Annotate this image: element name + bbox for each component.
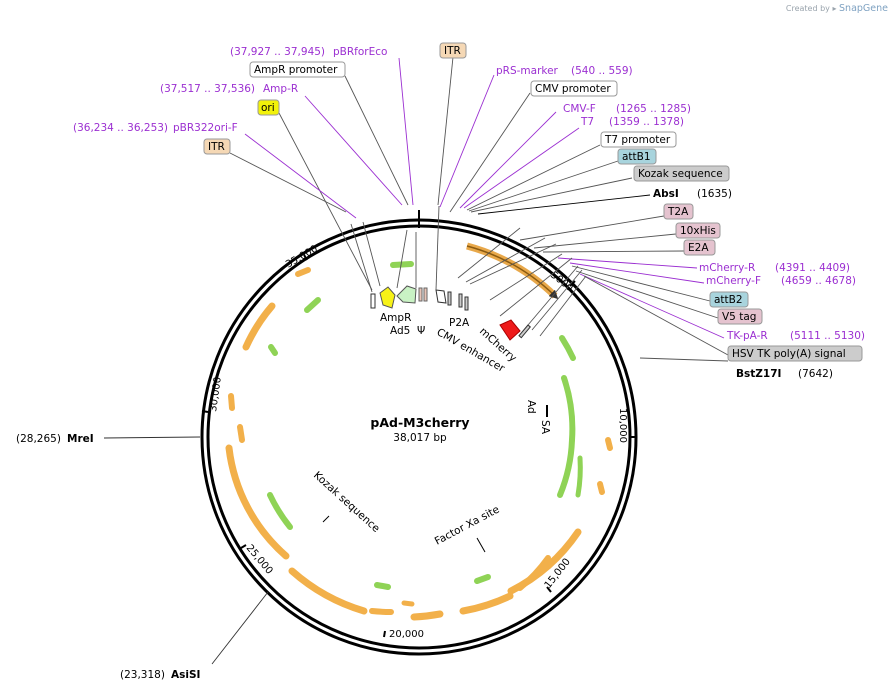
anno-mcherry-f-pos: (4659 .. 4678) [781, 275, 856, 287]
label-kozak-inner: Kozak sequence [311, 469, 382, 535]
label-ampr: AmpR [380, 312, 411, 324]
anno-absi-pos: (1635) [697, 188, 732, 200]
orf-arc-ne [466, 242, 558, 299]
anno-pbrforeco-pos: (37,927 .. 37,945) [230, 46, 325, 58]
anno-prs-marker-name: pRS-marker [496, 65, 559, 77]
anno-10xhis-box [675, 222, 721, 239]
anno-t2a-box [663, 203, 694, 220]
anno-mrei-pos: (28,265) [16, 433, 61, 445]
label-p2a: P2A [449, 317, 470, 329]
anno-cmv-promoter: CMV promoter [535, 83, 611, 95]
anno-kozak: Kozak sequence [638, 168, 723, 180]
anno-ampr-promoter-box [249, 61, 346, 78]
anno-hsv-tk-box [727, 345, 863, 362]
anno-attb2: attB2 [714, 294, 743, 306]
orf-arc-ne-inner [466, 245, 559, 300]
anno-pbr322ori-name: pBR322ori-F [173, 122, 238, 134]
anno-attb1: attB1 [622, 151, 651, 163]
anno-itr-top-box [439, 42, 467, 59]
anno-e2a: E2A [688, 242, 709, 254]
label-ad: Ad [525, 400, 537, 414]
tick-10000: 10,000 [617, 408, 628, 443]
anno-v5tag-box [717, 308, 763, 325]
anno-bstz17i-pos: (7642) [798, 368, 833, 380]
anno-cmv-f-pos: (1265 .. 1285) [616, 103, 691, 115]
anno-t7-promoter-box [600, 131, 677, 148]
right-annotations: pRS-marker (540 .. 559) CMV promoter CMV… [496, 65, 865, 380]
ad5-psi-arrow-icon [396, 285, 417, 304]
ampr-arrow-icon [379, 286, 396, 309]
anno-asisi-name: AsiSI [171, 669, 200, 681]
anno-cmv-promoter-box [530, 80, 618, 97]
plasmid-length: 38,017 bp [393, 432, 447, 444]
anno-tk-pa-r-pos: (5111 .. 5130) [790, 330, 865, 342]
label-factor-xa: Factor Xa site [433, 504, 502, 548]
asisi-leader [211, 591, 269, 665]
anno-t7-pos: (1359 .. 1378) [609, 116, 684, 128]
anno-v5tag: V5 tag [722, 311, 756, 323]
snapgene-logo-icon: ▸ [832, 4, 837, 13]
anno-ori: ori [261, 102, 275, 114]
anno-asisi-pos: (23,318) [120, 669, 165, 681]
leader-lines-left [229, 56, 454, 293]
tick-35000: 35,000 [284, 244, 320, 271]
anno-itr-top: ITR [444, 45, 461, 57]
anno-amp-r-name: Amp-R [263, 83, 298, 95]
anno-absi-name: AbsI [653, 188, 679, 200]
anno-mcherry-f-name: mCherry-F [706, 275, 761, 287]
anno-t7-promoter: T7 promoter [604, 134, 671, 146]
leader-lines-right [439, 74, 729, 362]
anno-cmv-f-name: CMV-F [563, 103, 596, 115]
anno-ori-box [257, 99, 280, 116]
anno-tk-pa-r-name: TK-pA-R [726, 330, 768, 342]
plasmid-name: pAd-M3cherry [370, 415, 469, 430]
left-annotations: (28,265) MreI (23,318) AsiSI [16, 433, 200, 681]
mcherry-arrow-icon [499, 319, 521, 341]
tick-30000: 30,000 [208, 376, 224, 412]
anno-attb2-box [709, 291, 749, 308]
inner-features [370, 285, 548, 417]
anno-ampr-promoter: AmpR promoter [254, 64, 338, 76]
anno-mrei-name: MreI [67, 433, 94, 445]
anno-e2a-box [683, 239, 716, 256]
anno-attb1-box [617, 148, 657, 165]
credit-prefix: Created by [785, 4, 830, 13]
anno-mcherry-r-name: mCherry-R [699, 262, 755, 274]
credit-brand: SnapGene [839, 3, 888, 14]
mrei-leader [103, 436, 201, 439]
anno-t2a: T2A [667, 206, 689, 218]
tick-20000: 20,000 [389, 629, 424, 640]
anno-kozak-box [633, 165, 730, 182]
label-psi: Ψ [417, 325, 425, 337]
anno-t7-name: T7 [580, 116, 594, 128]
orf-features [225, 261, 613, 621]
snapgene-credit: Created by ▸ SnapGene [786, 3, 888, 14]
anno-bstz17i-name: BstZ17I [736, 368, 781, 380]
label-sa: SA [539, 420, 551, 435]
anno-itr-left-box [203, 138, 231, 155]
anno-amp-r-pos: (37,517 .. 37,536) [160, 83, 255, 95]
top-annotations: (37,927 .. 37,945) pBRforEco ITR AmpR pr… [73, 42, 467, 155]
anno-pbr322ori-pos: (36,234 .. 36,253) [73, 122, 168, 134]
anno-prs-marker-pos: (540 .. 559) [571, 65, 633, 77]
tick-marks [201, 254, 636, 638]
anno-mcherry-r-pos: (4391 .. 4409) [775, 262, 850, 274]
anno-pbrforeco-name: pBRforEco [333, 46, 387, 58]
anno-10xhis: 10xHis [680, 225, 716, 237]
label-ad5: Ad5 [390, 325, 410, 337]
anno-itr-left: ITR [208, 141, 225, 153]
anno-hsv-tk: HSV TK poly(A) signal [732, 348, 846, 360]
